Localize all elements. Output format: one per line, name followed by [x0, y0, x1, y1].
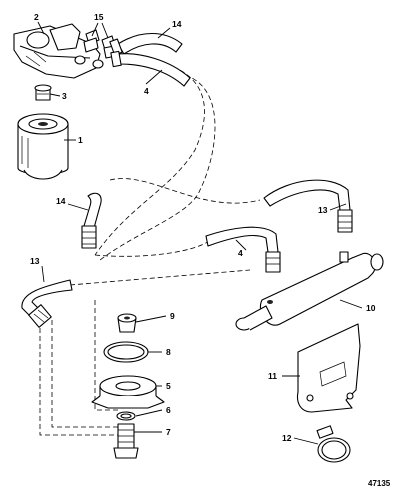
callout-6: 6 [166, 405, 171, 415]
callout-3: 3 [62, 91, 67, 101]
upper-oil-hoses [109, 33, 191, 87]
cooler-inlet-hose [205, 226, 281, 273]
figure-id: 47135 [368, 479, 391, 488]
callout-9: 9 [170, 311, 175, 321]
cooler-outlet-hose [263, 179, 353, 233]
filter-adapter-base [91, 375, 165, 409]
filter-adapter-bracket [13, 23, 104, 79]
callout-15: 15 [94, 12, 104, 22]
callout-12: 12 [282, 433, 292, 443]
hose-fittings [83, 29, 117, 59]
adapter-nipple [34, 84, 52, 101]
callout-11: 11 [268, 371, 277, 381]
callout-10: 10 [366, 303, 376, 313]
callout-4b: 4 [238, 248, 243, 258]
callout-8: 8 [166, 347, 171, 357]
hose-clamp [316, 425, 351, 463]
callout-13b: 13 [30, 256, 40, 266]
callout-7: 7 [166, 427, 171, 437]
callout-labels: 1 2 3 4 4 5 6 7 8 9 10 11 12 13 13 14 14… [30, 12, 391, 488]
adapter-bolt [113, 423, 139, 459]
sealing-washer [116, 411, 136, 421]
callout-1: 1 [78, 135, 83, 145]
callout-5: 5 [166, 381, 171, 391]
callout-14a: 14 [172, 19, 182, 29]
seal-ring [103, 341, 149, 363]
cooler-mounting-bracket [296, 323, 361, 413]
callout-2: 2 [34, 12, 39, 22]
callout-14b: 14 [56, 196, 66, 206]
filter-fitting [117, 313, 137, 333]
filter-return-hose [21, 279, 73, 328]
callout-4a: 4 [144, 86, 149, 96]
hose-routing-lines [39, 59, 261, 436]
oil-cooler [235, 251, 384, 331]
leader-lines [37, 21, 363, 445]
lower-oil-hose [81, 192, 102, 249]
callout-13a: 13 [318, 205, 328, 215]
oil-filter [17, 113, 69, 180]
